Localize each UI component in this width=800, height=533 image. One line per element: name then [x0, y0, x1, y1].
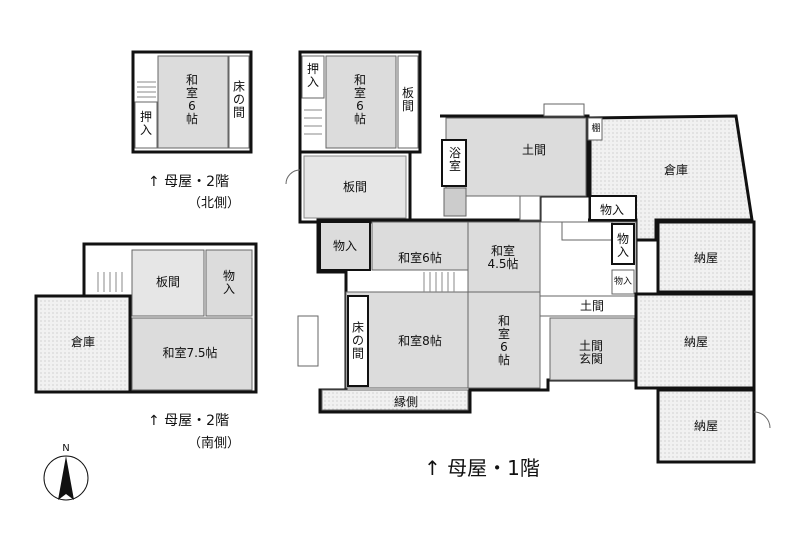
caption-main-1f: ↑ 母屋・1階	[424, 456, 540, 480]
room-doma-small: 土間	[579, 299, 605, 313]
room-monoire-b: 物入	[332, 239, 358, 253]
room-washitsu-6b: 和 室 6 帖	[497, 314, 511, 367]
room-itama-s2: 板間	[155, 275, 181, 289]
room-oshiire-n2b: 押 入	[306, 62, 320, 89]
room-tokonoma-n2: 床 の 間	[232, 79, 246, 120]
compass-north-letter: N	[62, 443, 70, 454]
room-itama-n2: 板間	[342, 180, 368, 194]
room-oshiire-n2: 押 入	[139, 110, 153, 137]
caption-north-2f: ↑ 母屋・2階	[148, 174, 230, 190]
room-washitsu-8: 和室8帖	[398, 334, 442, 348]
room-doma-genkan: 土間 玄関	[578, 339, 604, 366]
room-nandoya-2: 納屋	[683, 335, 709, 349]
room-washitsu-75: 和室7.5帖	[162, 346, 218, 360]
south-2f-block	[34, 242, 258, 394]
main-1f-block	[297, 103, 771, 464]
room-monoire-c: 物 入	[616, 232, 630, 259]
north-2f-block-b	[285, 50, 422, 224]
room-monoire-a: 物入	[599, 203, 625, 217]
room-souko-s2: 倉庫	[70, 335, 96, 349]
room-tokonoma-1: 床 の 間	[351, 320, 365, 361]
room-yokushitsu: 浴 室	[448, 146, 462, 173]
room-itama-v: 板 間	[401, 86, 415, 113]
compass	[43, 455, 89, 501]
room-washitsu-6-n2b: 和 室 6 帖	[353, 73, 367, 126]
caption-south-2f-sub: （南側）	[188, 436, 241, 451]
room-souko-main: 倉庫	[663, 163, 689, 177]
room-washitsu-6a: 和室6帖	[398, 251, 442, 265]
north-2f-block	[131, 50, 253, 154]
room-washitsu-45: 和室 4.5帖	[487, 244, 519, 271]
room-doma-top: 土間	[521, 143, 547, 157]
room-monoire-d: 物入	[613, 277, 633, 287]
room-engawa: 縁側	[393, 395, 419, 409]
room-nandoya-1: 納屋	[693, 251, 719, 265]
caption-south-2f: ↑ 母屋・2階	[148, 413, 230, 429]
caption-north-2f-sub: （北側）	[188, 196, 241, 211]
room-tana: 棚	[591, 124, 601, 134]
room-monoire-s2: 物 入	[222, 269, 236, 296]
room-nandoya-3: 納屋	[693, 419, 719, 433]
room-washitsu-6-n2: 和 室 6 帖	[185, 73, 199, 126]
